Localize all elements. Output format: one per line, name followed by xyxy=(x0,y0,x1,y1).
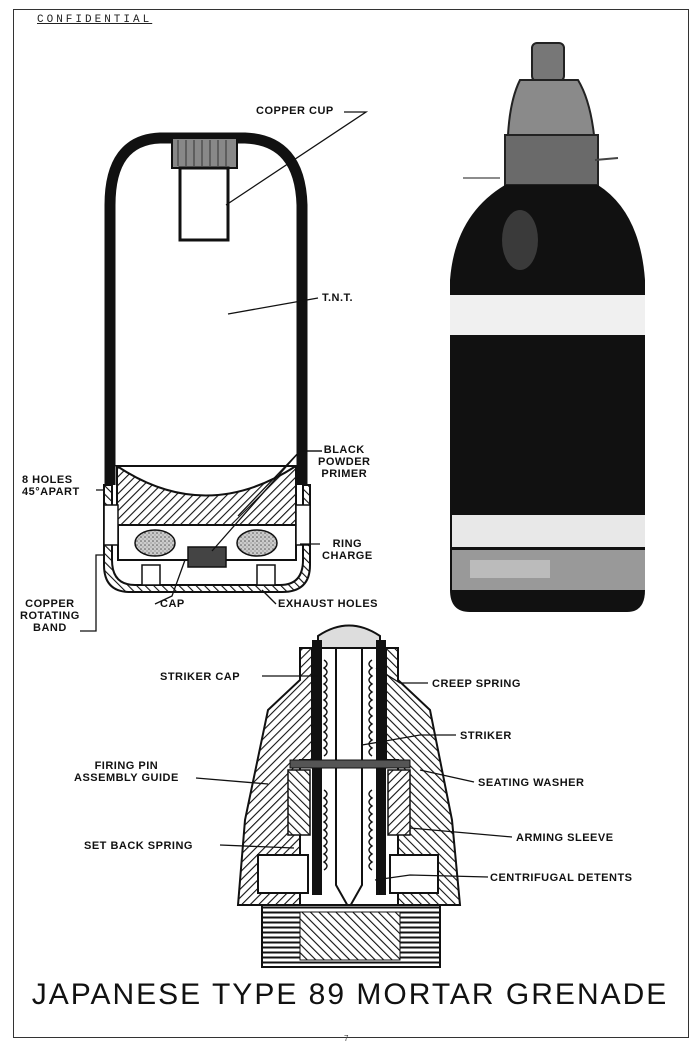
dome-cavity xyxy=(113,465,300,497)
ring-charge-right xyxy=(236,529,278,557)
label-holes: 8 HOLES 45°APART xyxy=(22,474,80,498)
striker-cap xyxy=(317,624,381,649)
page-border xyxy=(13,9,689,1038)
fuze-cross-section xyxy=(195,624,513,968)
striker xyxy=(335,647,363,911)
mortar-grenade-photo xyxy=(450,42,645,612)
centrifugal-detent-right xyxy=(389,854,439,894)
black-powder-primer xyxy=(187,546,227,568)
ring-charge-left xyxy=(134,529,176,557)
classification-mark: CONFIDENTIAL xyxy=(37,14,153,26)
grenade-cross-section xyxy=(80,111,369,632)
copper-cup-threaded xyxy=(171,137,238,169)
label-cap: CAP xyxy=(160,598,185,610)
label-exhaust-holes: EXHAUST HOLES xyxy=(278,598,379,610)
label-ring-charge: RING CHARGE xyxy=(322,538,373,562)
label-striker: STRIKER xyxy=(460,730,512,742)
photo-white-band-upper xyxy=(450,295,645,335)
copper-cup xyxy=(178,166,230,242)
label-striker-cap: STRIKER CAP xyxy=(160,671,241,683)
centrifugal-detent-left xyxy=(257,854,309,894)
exhaust-hole-left xyxy=(141,564,161,586)
arming-sleeve-left xyxy=(287,769,311,836)
set-back-spring xyxy=(322,789,374,871)
label-creep-spring: CREEP SPRING xyxy=(432,678,521,690)
page-number: 7 xyxy=(344,1034,349,1043)
label-tnt: T.N.T. xyxy=(322,292,354,304)
creep-spring xyxy=(322,659,374,757)
side-hole-left xyxy=(103,504,119,546)
exhaust-hole-right xyxy=(256,564,276,586)
photo-white-band-lower xyxy=(452,515,645,547)
label-arming-sleeve: ARMING SLEEVE xyxy=(516,832,614,844)
document-title: JAPANESE TYPE 89 MORTAR GRENADE xyxy=(31,978,669,1011)
label-copper-cup: COPPER CUP xyxy=(256,105,334,117)
base-block xyxy=(103,484,311,593)
label-black-powder-primer: BLACK POWDER PRIMER xyxy=(318,444,371,480)
side-hole-right xyxy=(295,504,311,546)
label-copper-rotating-band: COPPER ROTATING BAND xyxy=(20,598,80,634)
label-set-back-spring: SET BACK SPRING xyxy=(84,840,193,852)
label-firing-pin-guide: FIRING PIN ASSEMBLY GUIDE xyxy=(74,760,179,784)
arming-sleeve-right xyxy=(387,769,411,836)
label-seating-washer: SEATING WASHER xyxy=(478,777,585,789)
label-centrifugal-detents: CENTRIFUGAL DETENTS xyxy=(490,872,633,884)
